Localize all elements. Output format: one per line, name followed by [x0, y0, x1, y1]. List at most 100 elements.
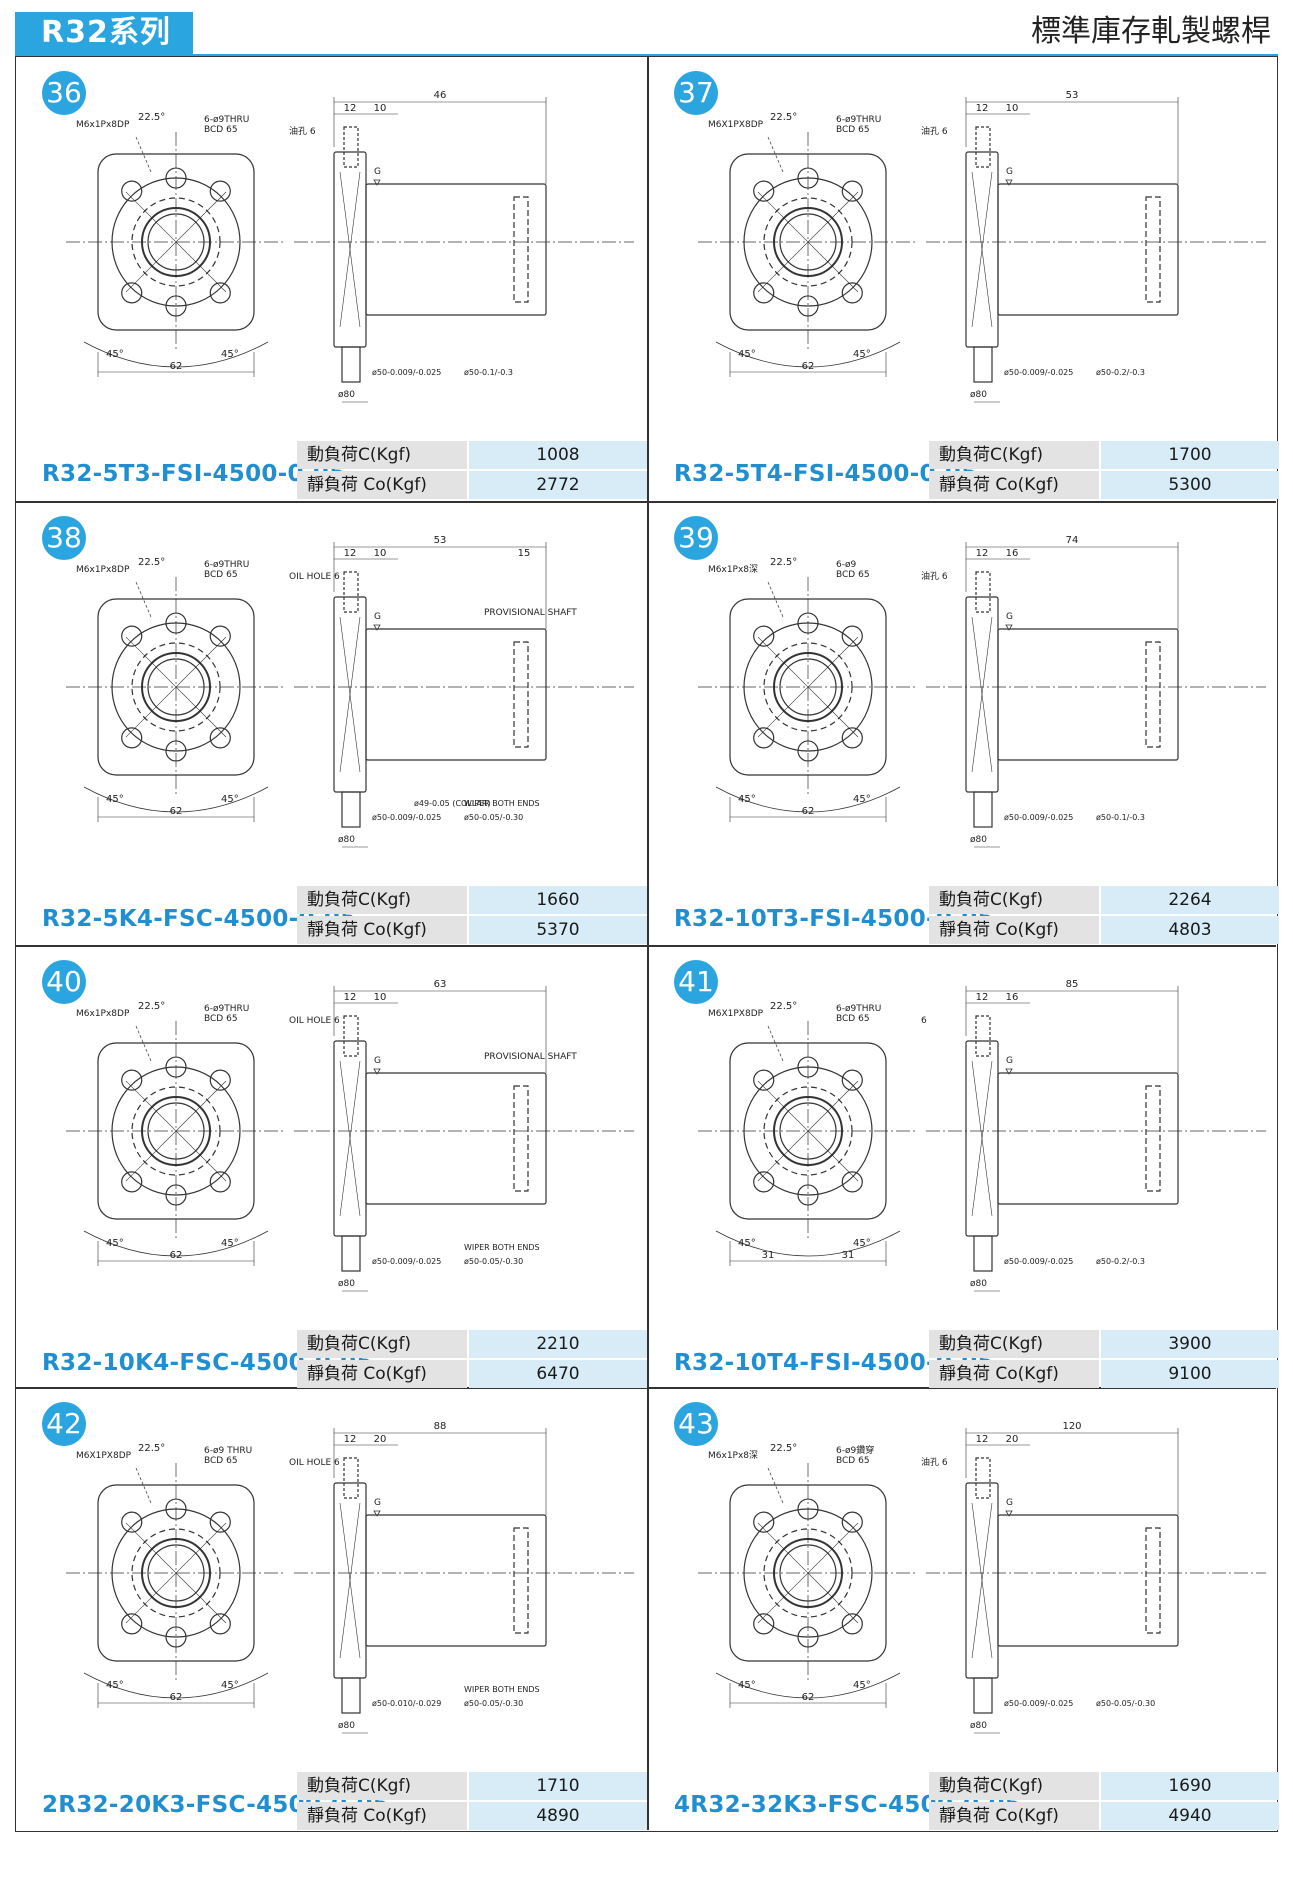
angle-label: 22.5°: [138, 1001, 165, 1012]
bcd-label: BCD 65: [204, 1014, 238, 1024]
static-load-row: 靜負荷 Co(Kgf)6470: [297, 1360, 647, 1389]
series-badge: R32系列: [15, 12, 193, 54]
half-angle-label-right: 45°: [221, 1238, 239, 1249]
header-rule: [15, 54, 1278, 57]
total-length-label: 74: [1066, 535, 1079, 546]
side-spigot: [341, 791, 361, 828]
bcd-label: BCD 65: [204, 570, 238, 580]
oil-hole-label: OIL HOLE 6: [289, 1458, 340, 1468]
total-length-label: 53: [1066, 90, 1079, 101]
diameter-tol-1: ø50-0.009/-0.025: [1004, 368, 1073, 377]
diameter-tol-2: ø50-0.2/-0.3: [1096, 1257, 1145, 1266]
total-length-label: 46: [434, 90, 447, 101]
diameter-tol-1: ø50-0.009/-0.025: [372, 1257, 441, 1266]
bcd-label: BCD 65: [836, 570, 870, 580]
static-load-value: 4890: [469, 1802, 647, 1830]
angle-arc: [83, 786, 269, 813]
static-load-label: 靜負荷 Co(Kgf): [929, 916, 1099, 944]
diameter-tol-1: ø50-0.009/-0.025: [1004, 813, 1073, 822]
side-body: [997, 1514, 1179, 1647]
bolt-hole: [121, 282, 143, 304]
dim-a-label: 12: [344, 1434, 357, 1445]
dynamic-load-value: 1710: [469, 1772, 647, 1800]
holes-label: 6-ø9THRU: [204, 1004, 249, 1014]
dynamic-load-value: 2264: [1101, 886, 1279, 914]
width-label: 62: [170, 1692, 183, 1703]
model-number: R32-5T3-FSI-4500-0.05: [42, 461, 346, 487]
half-angle-label-left: 45°: [106, 349, 124, 360]
oil-hole-label: OIL HOLE 6: [289, 1016, 340, 1026]
bolt-hole: [121, 1613, 143, 1635]
oil-hole-label: 油孔 6: [921, 570, 948, 582]
width-label: 62: [802, 1692, 815, 1703]
side-hidden-edge: [513, 196, 529, 303]
side-body: [365, 628, 547, 761]
half-angle-label-left: 45°: [106, 1238, 124, 1249]
oil-hole-label: 油孔 6: [289, 125, 316, 137]
item-number-badge: 38: [42, 516, 86, 560]
dim-a-label: 12: [344, 103, 357, 114]
item-number-badge: 36: [42, 71, 86, 115]
angle-label: 22.5°: [770, 1001, 797, 1012]
bolt-hole: [121, 180, 143, 202]
dim-b-label: 20: [374, 1434, 387, 1445]
bolt-hole: [841, 282, 863, 304]
static-load-value: 4940: [1101, 1802, 1279, 1830]
side-body: [365, 1072, 547, 1205]
thread-label: M6X1PX8DP: [708, 120, 764, 130]
diameter-tol-1: ø50-0.010/-0.029: [372, 1699, 441, 1708]
flange-diameter-label: ø80: [970, 1721, 987, 1731]
half-angle-label-right: 45°: [853, 794, 871, 805]
side-body: [997, 183, 1179, 316]
tap-hole-line: [135, 1025, 152, 1062]
bolt-hole: [753, 282, 775, 304]
static-load-row: 靜負荷 Co(Kgf)4803: [929, 916, 1279, 945]
diameter-tol-2: ø50-0.05/-0.30: [464, 1699, 523, 1708]
diagonal-line: [125, 1080, 227, 1182]
width-label: 62: [170, 361, 183, 372]
bolt-hole: [121, 727, 143, 749]
total-length-label: 63: [434, 979, 447, 990]
collar-label: ø49-0.05 (COLLAR): [414, 799, 491, 808]
bolt-hole: [121, 1171, 143, 1193]
thread-label: M6x1Px8DP: [76, 1009, 130, 1019]
static-load-label: 靜負荷 Co(Kgf): [297, 1802, 467, 1830]
side-spigot: [973, 1677, 993, 1714]
width-label: 62: [802, 361, 815, 372]
half-angle-label-left: 45°: [106, 1680, 124, 1691]
flange-diameter-label: ø80: [338, 1279, 355, 1289]
bolt-hole: [209, 1613, 231, 1635]
bolt-hole: [841, 1511, 863, 1533]
dynamic-load-label: 動負荷C(Kgf): [929, 441, 1099, 469]
tap-hole-line: [767, 136, 784, 173]
static-load-row: 靜負荷 Co(Kgf)5370: [297, 916, 647, 945]
angle-arc: [715, 786, 901, 813]
static-load-value: 5370: [469, 916, 647, 944]
dim-a-label: 12: [344, 548, 357, 559]
bcd-label: BCD 65: [836, 1014, 870, 1024]
dynamic-load-label: 動負荷C(Kgf): [929, 886, 1099, 914]
bolt-hole: [841, 625, 863, 647]
oil-hole: [343, 126, 359, 168]
thread-label: M6x1Px8深: [708, 1450, 758, 1461]
dim-c-label: 15: [518, 548, 531, 559]
static-load-row: 靜負荷 Co(Kgf)4890: [297, 1802, 647, 1831]
diagonal-line: [757, 636, 859, 738]
dim-b-label: 20: [1006, 1434, 1019, 1445]
dim-a-label: 12: [976, 1434, 989, 1445]
angle-label: 22.5°: [770, 557, 797, 568]
side-spigot: [341, 1235, 361, 1272]
angle-arc: [83, 1230, 269, 1257]
static-load-label: 靜負荷 Co(Kgf): [297, 916, 467, 944]
oil-hole-label: OIL HOLE 6: [289, 572, 340, 582]
thread-label: M6x1Px8DP: [76, 565, 130, 575]
